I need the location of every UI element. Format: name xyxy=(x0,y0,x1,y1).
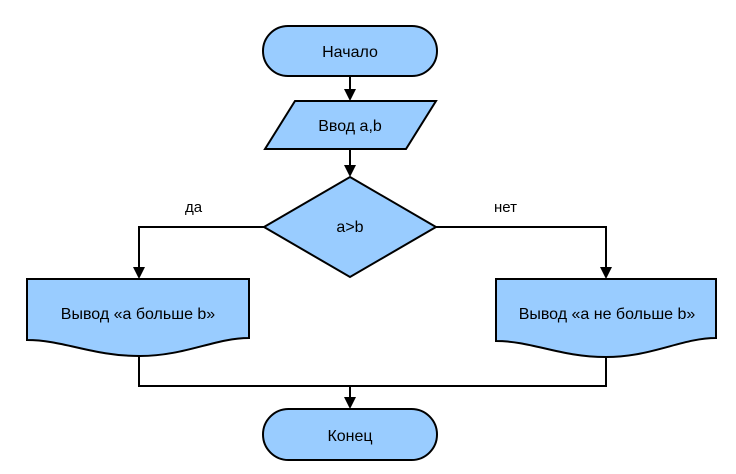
output-yes-label: Вывод «a больше b» xyxy=(61,306,216,323)
output-no-document-shape xyxy=(495,278,717,359)
end-terminator-shape xyxy=(262,408,438,461)
arrowhead-decision xyxy=(344,165,356,177)
input-parallelogram-shape xyxy=(263,100,438,150)
decision-diamond-shape xyxy=(262,175,438,279)
connector-output-yes-merge xyxy=(138,348,607,387)
start-label: Начало xyxy=(322,44,378,61)
input-node: Ввод a,b xyxy=(263,100,438,150)
start-node: Начало xyxy=(262,25,438,77)
decision-label: a>b xyxy=(336,219,363,236)
arrowhead-input xyxy=(344,89,356,101)
output-yes-document-shape xyxy=(26,278,250,358)
connector-decision-no xyxy=(436,226,607,268)
arrowhead-output-no xyxy=(600,267,612,279)
input-label: Ввод a,b xyxy=(318,118,382,135)
end-label: Конец xyxy=(327,428,372,445)
start-terminator-shape xyxy=(262,25,438,77)
connectors xyxy=(133,76,612,409)
arrowhead-output-yes xyxy=(133,267,145,279)
no-branch-label: нет xyxy=(494,199,517,216)
output-no-label: Вывод «a не больше b» xyxy=(519,306,696,323)
yes-branch-label: да xyxy=(185,199,203,216)
arrowhead-end xyxy=(344,397,356,409)
output-no-node: Вывод «a не больше b» xyxy=(495,278,717,359)
decision-node: a>b xyxy=(262,175,438,279)
output-yes-node: Вывод «a больше b» xyxy=(26,278,250,358)
end-node: Конец xyxy=(262,408,438,461)
connector-decision-yes xyxy=(138,226,264,268)
